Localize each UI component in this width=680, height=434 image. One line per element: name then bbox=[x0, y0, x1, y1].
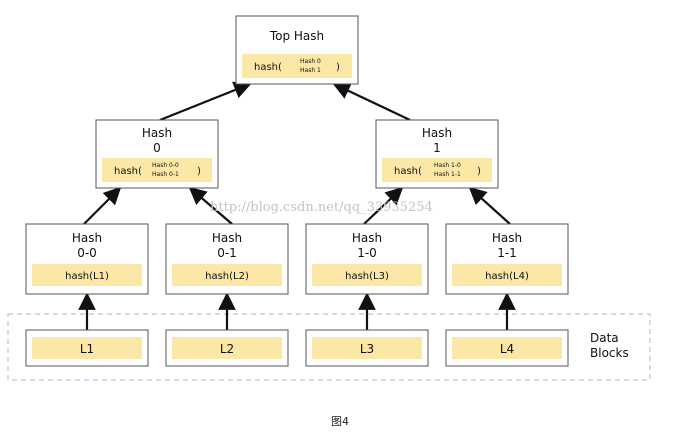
hash-0-0-label-bg bbox=[32, 264, 142, 286]
data-blocks-region bbox=[7, 313, 651, 381]
hash-0-1-node: Hash 0-1 hash(L2) bbox=[165, 223, 289, 295]
hash-1-1-node: Hash 1-1 hash(L4) bbox=[445, 223, 569, 295]
hash-0-0-fn: hash(L1) bbox=[65, 271, 109, 282]
hash-1-1-fn: hash(L4) bbox=[485, 271, 529, 282]
hash-1-fn-close: ) bbox=[477, 166, 481, 177]
hash-0-1-label-bg bbox=[172, 264, 282, 286]
data-block-L3-label: L3 bbox=[360, 342, 374, 356]
arrow-leaf11-to-hash1 bbox=[468, 186, 511, 225]
hash-1-1-title-line2: 1-1 bbox=[497, 246, 517, 260]
hash-0-1-title-line1: Hash bbox=[212, 231, 242, 245]
top-hash-label-bg bbox=[242, 54, 352, 78]
hash-0-title-line2: 0 bbox=[153, 141, 161, 155]
hash-1-title-line1: Hash bbox=[422, 126, 452, 140]
hash-1-title-line2: 1 bbox=[433, 141, 441, 155]
hash-0-arg2: Hash 0-1 bbox=[152, 171, 179, 178]
data-block-L2-label: L2 bbox=[220, 342, 234, 356]
hash-0-0-node: Hash 0-0 hash(L1) bbox=[25, 223, 149, 295]
hash-1-1-title-line1: Hash bbox=[492, 231, 522, 245]
data-block-L2: L2 bbox=[165, 329, 289, 367]
data-blocks-label-line1: Data bbox=[590, 331, 619, 345]
hash-1-fn-open: hash( bbox=[394, 166, 422, 177]
data-block-L1-label: L1 bbox=[80, 342, 94, 356]
hash-0-fn-close: ) bbox=[197, 166, 201, 177]
arrow-leaf00-to-hash0 bbox=[83, 186, 122, 225]
arrow-hash1-to-top bbox=[332, 82, 411, 121]
top-hash-fn-open: hash( bbox=[254, 62, 282, 73]
arrow-leaf10-to-hash1 bbox=[363, 186, 404, 225]
hash-1-0-label-bg bbox=[312, 264, 422, 286]
hash-0-node: Hash 0 hash( Hash 0-0 Hash 0-1 ) bbox=[95, 119, 219, 189]
hash-0-arg1: Hash 0-0 bbox=[152, 162, 179, 169]
data-blocks-label-line2: Blocks bbox=[590, 346, 629, 360]
data-block-L1: L1 bbox=[25, 329, 149, 367]
hash-0-1-fn: hash(L2) bbox=[205, 271, 249, 282]
top-hash-arg2: Hash 1 bbox=[300, 67, 321, 74]
data-block-L3: L3 bbox=[305, 329, 429, 367]
data-block-L4-label: L4 bbox=[500, 342, 514, 356]
hash-0-label-bg bbox=[102, 158, 212, 182]
arrow-leaf01-to-hash0 bbox=[188, 186, 233, 225]
arrows bbox=[78, 81, 516, 330]
hash-1-label-bg bbox=[382, 158, 492, 182]
top-hash-fn-close: ) bbox=[336, 62, 340, 73]
hash-1-0-title-line1: Hash bbox=[352, 231, 382, 245]
hash-1-node: Hash 1 hash( Hash 1-0 Hash 1-1 ) bbox=[375, 119, 499, 189]
hash-1-1-label-bg bbox=[452, 264, 562, 286]
hash-1-0-fn: hash(L3) bbox=[345, 271, 389, 282]
hash-0-0-title-line2: 0-0 bbox=[77, 246, 97, 260]
hash-0-fn-open: hash( bbox=[114, 166, 142, 177]
figure-caption: 图4 bbox=[331, 415, 349, 428]
hash-1-0-node: Hash 1-0 hash(L3) bbox=[305, 223, 429, 295]
hash-0-0-title-line1: Hash bbox=[72, 231, 102, 245]
hash-0-1-title-line2: 0-1 bbox=[217, 246, 237, 260]
hash-0-title-line1: Hash bbox=[142, 126, 172, 140]
watermark-text: http://blog.csdn.net/qq_33935254 bbox=[210, 200, 433, 215]
top-hash-node: Top Hash hash( Hash 0 Hash 1 ) bbox=[235, 15, 359, 85]
arrow-hash0-to-top bbox=[159, 81, 252, 122]
data-block-L4: L4 bbox=[445, 329, 569, 367]
hash-1-0-title-line2: 1-0 bbox=[357, 246, 377, 260]
hash-1-arg2: Hash 1-1 bbox=[434, 171, 461, 178]
hash-1-arg1: Hash 1-0 bbox=[434, 162, 461, 169]
top-hash-arg1: Hash 0 bbox=[300, 58, 321, 65]
top-hash-title: Top Hash bbox=[269, 29, 324, 43]
